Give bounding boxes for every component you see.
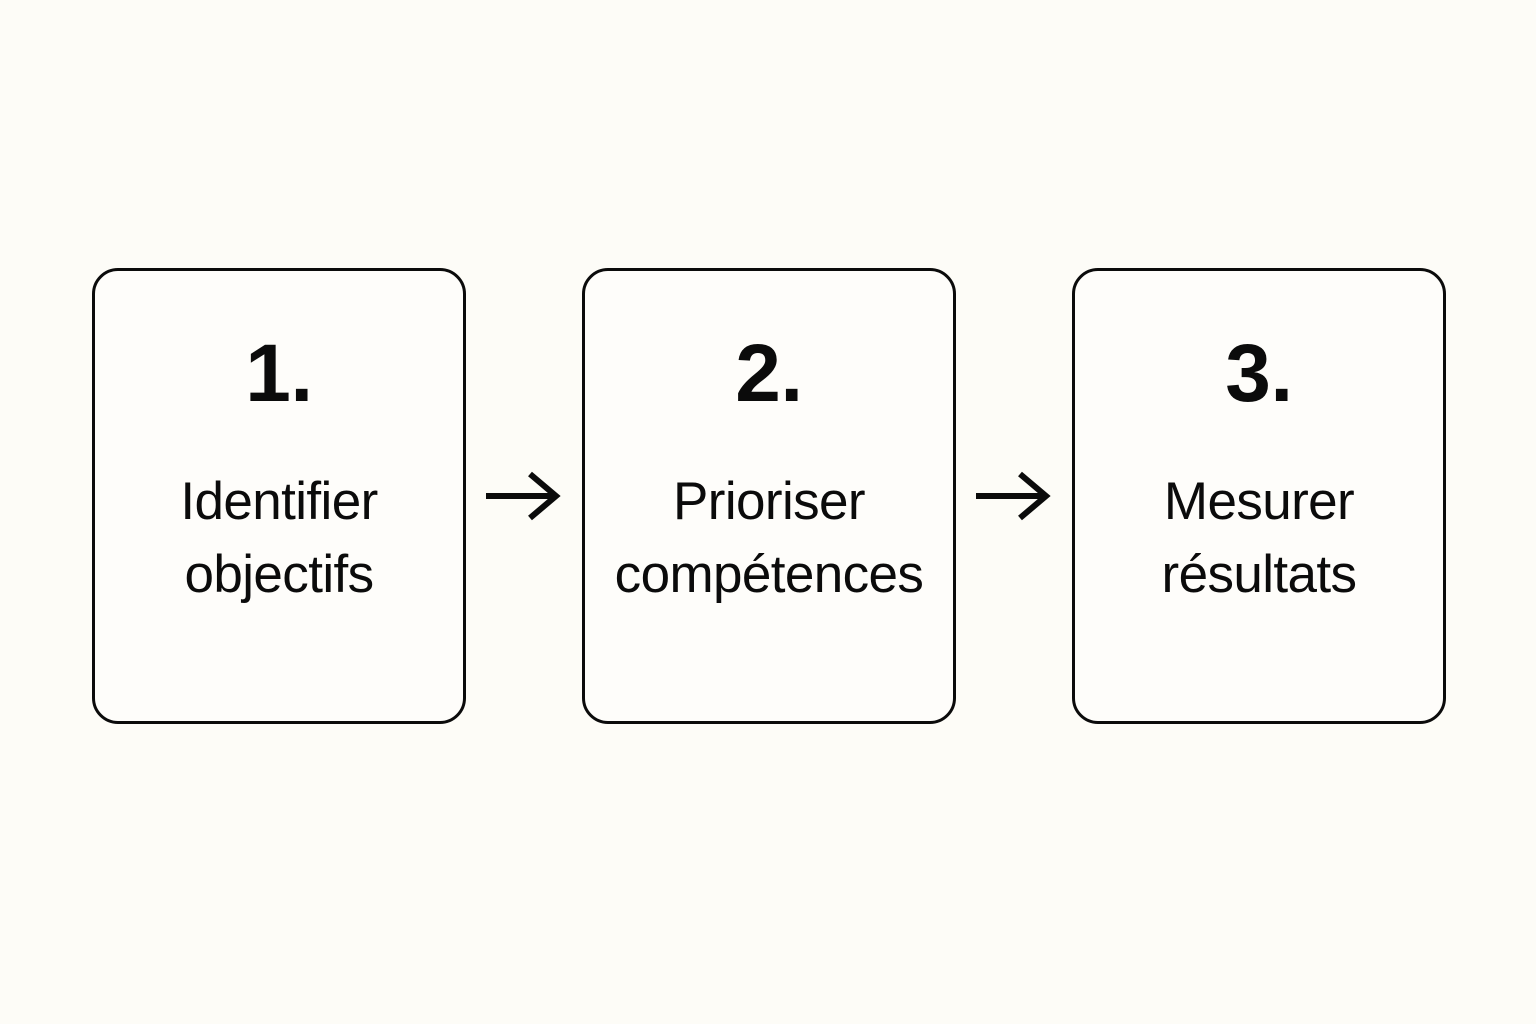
- step-card-3[interactable]: 3. Mesurer résultats: [1072, 268, 1446, 724]
- step-card-2[interactable]: 2. Prioriser compétences: [582, 268, 956, 724]
- step-number-2: 2.: [735, 328, 803, 419]
- step-number-3: 3.: [1225, 328, 1293, 419]
- step-label-2: Prioriser compétences: [614, 472, 924, 605]
- step-label-1: Identifier objectifs: [180, 472, 378, 605]
- connector-1-to-2: [466, 268, 582, 724]
- step-card-1[interactable]: 1. Identifier objectifs: [92, 268, 466, 724]
- connector-2-to-3: [956, 268, 1072, 724]
- arrow-right-icon: [486, 471, 561, 521]
- arrow-right-icon: [976, 471, 1051, 521]
- step-number-1: 1.: [245, 328, 313, 419]
- process-flow-row: 1. Identifier objectifs 2. Prioriser com…: [92, 268, 1446, 724]
- step-label-3: Mesurer résultats: [1161, 472, 1358, 605]
